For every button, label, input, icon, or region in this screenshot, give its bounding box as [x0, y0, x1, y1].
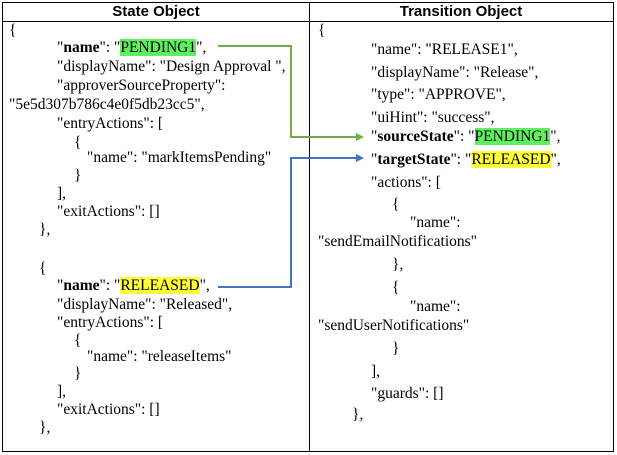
action1-open: {: [392, 196, 400, 213]
action1-name-key: "name":: [410, 214, 461, 231]
state1-display-name: "displayName": "Design Approval ",: [57, 58, 286, 75]
source-state-suffix: ",: [550, 128, 561, 145]
transition-actions: "actions": [: [371, 174, 441, 191]
state1-array-close: ],: [57, 185, 67, 202]
state2-inner-name: "name": "releaseItems": [87, 348, 232, 365]
state1-close: },: [39, 221, 51, 238]
source-state-line: "sourceState": "PENDING1",: [371, 128, 561, 145]
source-state-value: PENDING1: [474, 128, 551, 145]
state2-open: {: [39, 260, 47, 277]
state2-entry-actions: "entryActions": [: [57, 314, 164, 331]
target-state-key: targetState: [377, 151, 451, 168]
target-state-suffix: ",: [550, 151, 561, 168]
transition-array-close: ],: [371, 363, 381, 380]
pending-arrow: [218, 45, 364, 141]
state2-inner-open: {: [74, 332, 82, 349]
state2-exit-actions: "exitActions": []: [57, 401, 160, 418]
transition-close: },: [352, 406, 364, 423]
state2-name-line: "name": "RELEASED",: [57, 277, 210, 294]
released-arrow: [218, 154, 364, 288]
state-object-header: State Object: [112, 3, 200, 20]
transition-open-brace: {: [318, 22, 326, 39]
open-brace: {: [9, 22, 17, 39]
state2-array-close: ],: [57, 383, 67, 400]
state1-name-suffix: ",: [196, 39, 207, 56]
action1-name-value: "sendEmailNotifications": [318, 233, 478, 250]
state1-approver-value: "5e5d307b786c4e0f5db23cc5",: [9, 96, 205, 113]
state1-inner-close: }: [74, 167, 82, 184]
state1-entry-actions: "entryActions": [: [57, 115, 164, 132]
action2-close: }: [392, 340, 400, 357]
target-state-line: "targetState": "RELEASED",: [371, 151, 561, 168]
source-state-prefix: ": ": [453, 128, 475, 145]
header-row: State Object Transition Object: [3, 3, 613, 22]
transition-guards: "guards": []: [371, 385, 444, 402]
state2-name-key: name: [63, 277, 100, 294]
source-state-key: sourceState: [377, 128, 454, 145]
state1-name-line: "name": "PENDING1",: [57, 39, 207, 56]
action1-close: },: [392, 256, 404, 273]
state1-name-prefix: ": ": [99, 39, 121, 56]
state2-name-prefix: ": ": [99, 277, 121, 294]
state1-name-value: PENDING1: [120, 39, 197, 56]
state2-close: },: [39, 419, 51, 436]
transition-name: "name": "RELEASE1",: [371, 41, 518, 58]
transition-type: "type": "APPROVE",: [371, 86, 506, 103]
state2-inner-close: }: [74, 365, 82, 382]
state2-display-name: "displayName": "Released",: [57, 296, 233, 313]
transition-object-header: Transition Object: [399, 3, 523, 20]
state1-exit-actions: "exitActions": []: [57, 203, 160, 220]
state1-inner-name: "name": "markItemsPending": [87, 149, 272, 166]
transition-ui-hint: "uiHint": "success",: [371, 109, 495, 126]
transition-display-name: "displayName": "Release",: [371, 64, 539, 81]
target-state-value: RELEASED: [471, 151, 551, 168]
action2-open: {: [392, 279, 400, 296]
state2-name-value: RELEASED: [120, 277, 200, 294]
action2-name-value: "sendUserNotifications": [318, 317, 470, 334]
state1-approver-prop: "approverSourceProperty":: [57, 77, 226, 94]
state1-name-key: name: [63, 39, 100, 56]
state2-name-suffix: ",: [199, 277, 210, 294]
state1-inner-open: {: [74, 134, 82, 151]
target-state-prefix: ": ": [450, 151, 472, 168]
action2-name-key: "name":: [410, 298, 461, 315]
column-divider: [309, 3, 310, 451]
